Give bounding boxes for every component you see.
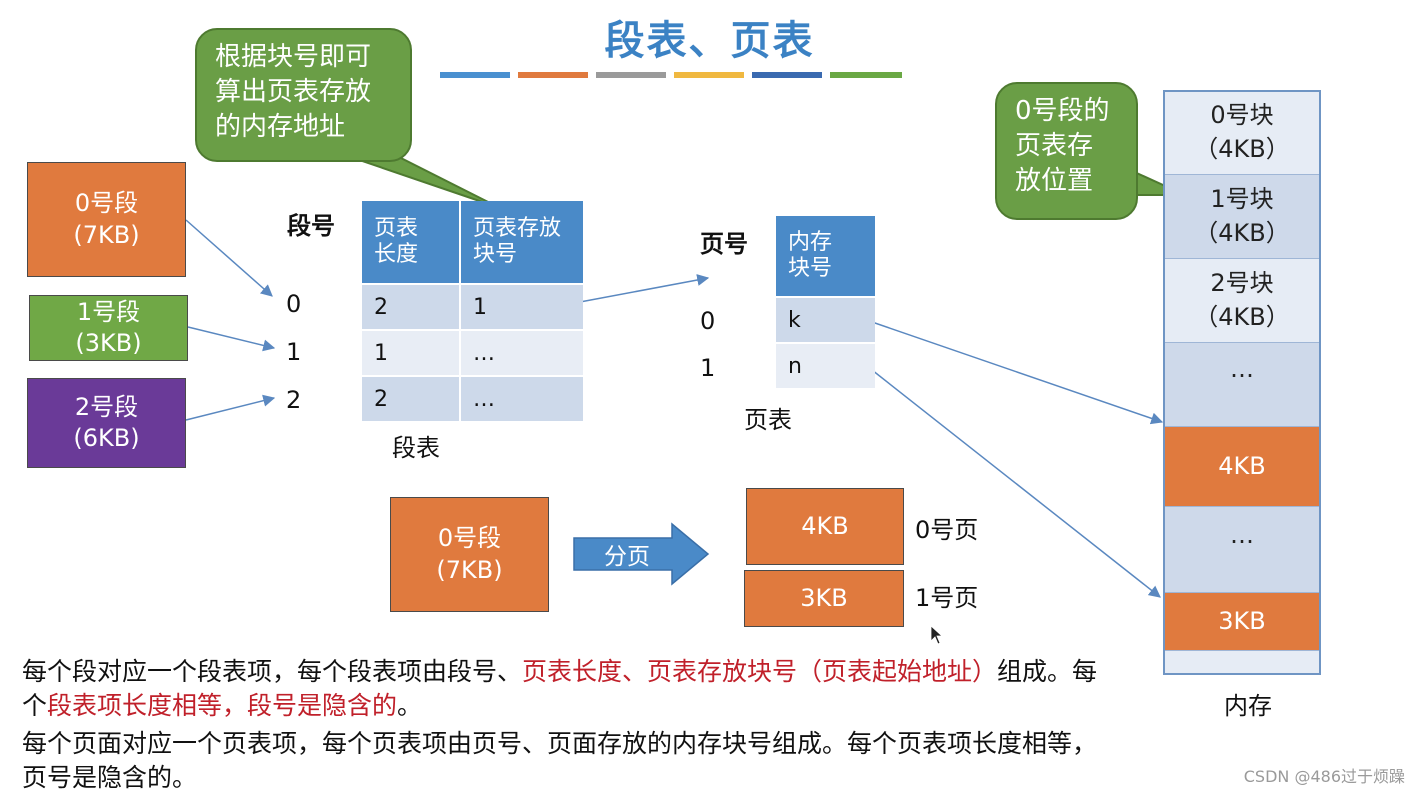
segment-2-size: (6KB) [73, 424, 140, 452]
segment-table-header-len-text: 页表长度 [374, 215, 419, 267]
memory-block-0-name: 0号块 [1210, 101, 1274, 130]
arrow-segtable-to-pagetable [579, 274, 710, 303]
page-table-caption: 页表 [744, 406, 792, 434]
segment-row-2-index: 2 [286, 386, 302, 414]
memory-block-1-name: 1号块 [1210, 184, 1274, 213]
segment-table: 页表长度 页表存放块号 2 1 1 … 2 … [360, 199, 585, 423]
page-row-0-index: 0 [700, 307, 716, 335]
callout-right: 0号段的页表存放位置 [995, 82, 1138, 220]
page-1-box: 3KB [744, 570, 904, 627]
memory-block-ellipsis-1: … [1165, 343, 1319, 427]
para1-text-e: 。 [397, 691, 423, 720]
segment-2-box: 2号段 (6KB) [27, 378, 186, 468]
segment-row-0-index: 0 [286, 290, 302, 318]
segment-table-header-len: 页表长度 [362, 201, 459, 283]
memory-block-0-size: （4KB） [1194, 135, 1290, 163]
segment-table-row-1-block: … [461, 331, 583, 375]
title-bar-segment-3 [596, 72, 666, 78]
segment-table-caption: 段表 [392, 434, 440, 462]
para1-text-b-highlight: 页表长度、页表存放块号（页表起始地址） [522, 657, 998, 686]
segment-0-size: (7KB) [73, 220, 140, 249]
memory-column: 0号块 （4KB） 1号块 （4KB） 2号块 （4KB） … 4KB … 3K… [1163, 90, 1321, 675]
title-bar-segment-6 [830, 72, 902, 78]
memory-block-1-size: （4KB） [1194, 218, 1290, 247]
page-0-label: 0号页 [915, 516, 979, 544]
segment-table-row-2-block: … [461, 377, 583, 421]
memory-block-page0: 4KB [1165, 427, 1319, 507]
page-index-label: 页号 [700, 230, 748, 258]
segment-1-box: 1号段 (3KB) [29, 295, 188, 361]
watermark: CSDN @486过于烦躁 [1243, 767, 1405, 786]
segment-table-row-2-len: 2 [362, 377, 459, 421]
memory-block-ellipsis-1-text: … [1230, 355, 1254, 383]
memory-block-tail [1165, 651, 1319, 673]
paging-segment-name: 0号段 [437, 524, 502, 553]
arrow-seg1-to-row1 [187, 326, 276, 352]
paging-arrow-label: 分页 [604, 544, 650, 570]
page-table-row-0-block: k [776, 298, 875, 342]
memory-block-page1: 3KB [1165, 593, 1319, 651]
para1-text-a: 每个段对应一个段表项，每个段表项由段号、 [22, 657, 523, 686]
paging-segment-size: (7KB) [436, 555, 503, 584]
segment-1-name: 1号段 [76, 297, 141, 326]
mouse-pointer-icon [930, 625, 944, 645]
memory-block-2-size: （4KB） [1194, 302, 1290, 331]
segment-2-name: 2号段 [74, 392, 139, 421]
paging-segment-box: 0号段 (7KB) [390, 497, 549, 612]
page-table-header-text: 内存块号 [788, 229, 833, 281]
title-bar-segment-1 [440, 72, 510, 78]
page-0-box: 4KB [746, 488, 904, 565]
page-table: 内存块号 k n [774, 214, 877, 390]
memory-block-1: 1号块 （4KB） [1165, 175, 1319, 259]
paragraph-segment-table: 每个段对应一个段表项，每个段表项由段号、页表长度、页表存放块号（页表起始地址）组… [22, 655, 1102, 723]
memory-block-page0-text: 4KB [1218, 451, 1266, 480]
paragraph-page-table: 每个页面对应一个页表项，每个页表项由页号、页面存放的内存块号组成。每个页表项长度… [22, 729, 1098, 792]
arrow-page0-to-memory [871, 321, 1164, 425]
arrow-page1-to-memory [871, 369, 1161, 598]
segment-0-box: 0号段 (7KB) [27, 162, 186, 277]
segment-table-row-0-block: 1 [461, 285, 583, 329]
memory-block-page1-text: 3KB [1218, 606, 1266, 635]
memory-block-ellipsis-2: … [1165, 507, 1319, 593]
segment-table-row-1-len: 1 [362, 331, 459, 375]
para1-text-d-highlight: 段表项长度相等，段号是隐含的 [47, 691, 398, 720]
memory-block-ellipsis-2-text: … [1230, 521, 1254, 549]
page-row-1-index: 1 [700, 354, 716, 382]
memory-block-2-name: 2号块 [1210, 268, 1274, 297]
title-bar-segment-5 [752, 72, 822, 78]
title-bar-segment-4 [674, 72, 744, 78]
paging-arrow-icon [573, 522, 710, 586]
segment-row-1-index: 1 [286, 338, 302, 366]
memory-block-0: 0号块 （4KB） [1165, 92, 1319, 175]
segment-index-label: 段号 [287, 212, 335, 240]
segment-table-row-0-len: 2 [362, 285, 459, 329]
page-title: 段表、页表 [604, 18, 815, 64]
memory-block-2: 2号块 （4KB） [1165, 259, 1319, 343]
segment-table-header-block: 页表存放块号 [461, 201, 583, 283]
page-table-row-1-block: n [776, 344, 875, 388]
para1-text-c: 组成。每个 [22, 657, 1098, 720]
arrow-seg0-to-row0 [185, 219, 273, 297]
page-1-label: 1号页 [915, 584, 979, 612]
memory-caption: 内存 [1224, 692, 1272, 720]
arrow-seg2-to-row2 [185, 394, 276, 421]
segment-0-name: 0号段 [74, 189, 139, 218]
segment-1-size: (3KB) [75, 329, 142, 357]
segment-table-header-block-text: 页表存放块号 [473, 215, 562, 267]
callout-top: 根据块号即可算出页表存放的内存地址 [195, 28, 412, 162]
page-table-header: 内存块号 [776, 216, 875, 296]
title-bar-segment-2 [518, 72, 588, 78]
